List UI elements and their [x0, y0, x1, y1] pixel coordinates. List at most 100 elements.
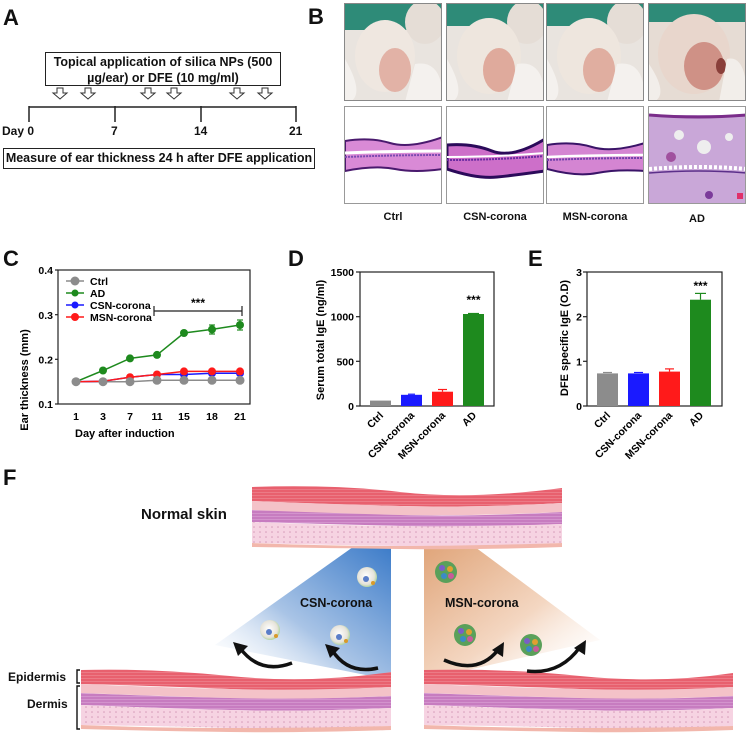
svg-text:1: 1	[73, 411, 79, 423]
chart-e-frame	[586, 271, 723, 407]
topical-application-box: Topical application of silica NPs (500 µ…	[45, 52, 281, 86]
csn-nanoparticle-icon	[357, 567, 377, 587]
curved-arrow-icon	[443, 648, 500, 668]
skin-strip-csn	[81, 669, 391, 733]
ear-photo-csn-corona	[446, 3, 544, 101]
svg-text:AD: AD	[90, 288, 106, 300]
msn-corona-cone	[424, 547, 600, 680]
panel-letter-e: E	[528, 246, 543, 271]
chart-c-frame	[57, 269, 251, 405]
chart-d-ylabel: Serum total IgE (ng/ml)	[315, 279, 327, 400]
svg-text:18: 18	[206, 411, 218, 423]
significance-stars: ***	[693, 279, 707, 293]
bar-ad	[463, 314, 484, 406]
down-arrow-icon	[51, 87, 69, 100]
csn-nanoparticle-icon	[260, 620, 280, 640]
timeline-label-7: 7	[111, 124, 118, 138]
svg-text:CSN-corona: CSN-corona	[90, 300, 151, 312]
curved-arrow-icon	[526, 645, 582, 674]
down-arrow-icon	[139, 87, 157, 100]
histology-csn-corona	[446, 106, 544, 204]
svg-text:0: 0	[348, 401, 354, 413]
chart-c-legend: Ctrl AD CSN-corona MSN-corona	[66, 276, 152, 324]
xtick-ctrl: Ctrl	[365, 410, 386, 431]
csn-nanoparticle-icon	[330, 625, 350, 645]
msn-nanoparticle-icon	[454, 624, 476, 646]
svg-text:Ctrl: Ctrl	[90, 276, 108, 288]
svg-text:3: 3	[576, 267, 582, 279]
down-arrow-icon	[256, 87, 274, 100]
svg-text:0.4: 0.4	[38, 265, 53, 277]
svg-text:1000: 1000	[331, 312, 355, 324]
csn-corona-label: CSN-corona	[300, 596, 373, 610]
measure-box: Measure of ear thickness 24 h after DFE …	[3, 148, 315, 169]
caption-ad: AD	[689, 213, 705, 225]
down-arrow-icon	[165, 87, 183, 100]
svg-text:7: 7	[127, 411, 133, 423]
svg-text:11: 11	[151, 411, 162, 423]
csn-corona-cone	[215, 547, 391, 680]
bar-csn-corona	[401, 394, 422, 406]
bar-msn-corona	[659, 371, 680, 406]
panel-letter-d: D	[288, 246, 304, 271]
bar-ctrl	[370, 400, 391, 406]
chart-c-xlabel: Day after induction	[75, 428, 175, 440]
xtick-ad: AD	[460, 409, 480, 429]
svg-text:0: 0	[576, 401, 582, 413]
svg-text:500: 500	[336, 356, 354, 368]
timeline-label-21: 21	[289, 124, 303, 138]
chart-c-ylabel: Ear thickness (mm)	[19, 329, 31, 431]
bar-csn-corona	[628, 373, 649, 406]
bar-msn-corona	[432, 391, 453, 406]
serum-ige-chart: Serum total IgE (ng/ml) 0 500 1000 1500 …	[315, 267, 495, 462]
histology-ad	[648, 106, 746, 204]
panel-letter-b: B	[308, 4, 324, 29]
significance-stars: ***	[191, 296, 205, 310]
significance-stars: ***	[466, 293, 480, 307]
ear-photo-ctrl	[344, 3, 442, 101]
svg-text:15: 15	[178, 411, 190, 423]
caption-ctrl: Ctrl	[383, 211, 403, 223]
xtick-ctrl: Ctrl	[592, 410, 613, 431]
dermis-bracket	[76, 685, 80, 730]
svg-text:3: 3	[100, 411, 106, 423]
mechanism-illustration	[76, 486, 733, 733]
msn-nanoparticle-icon	[435, 561, 457, 583]
svg-text:2: 2	[576, 312, 582, 324]
chart-c-yticks: 0.1 0.2 0.3 0.4	[38, 265, 53, 411]
ear-photo-msn-corona	[546, 3, 644, 101]
ear-thickness-chart: Ear thickness (mm) 0.1 0.2 0.3 0.4 1 3 7…	[19, 265, 251, 440]
caption-csn-corona: CSN-corona	[463, 211, 527, 223]
bar-ctrl	[597, 373, 618, 406]
curved-arrow-icon	[330, 649, 379, 672]
epidermis-bracket	[76, 669, 80, 684]
msn-corona-label: MSN-corona	[445, 596, 519, 610]
svg-text:0.3: 0.3	[38, 310, 53, 322]
epidermis-label: Epidermis	[8, 670, 67, 684]
normal-skin-label: Normal skin	[141, 506, 227, 523]
panel-letter-c: C	[3, 246, 19, 271]
svg-text:0.1: 0.1	[38, 399, 53, 411]
timeline-label-day0: Day 0	[2, 124, 35, 138]
svg-text:0.2: 0.2	[38, 355, 53, 367]
panel-letter-a: A	[3, 5, 19, 30]
dermis-label: Dermis	[27, 697, 68, 711]
series-ad-markers	[99, 321, 244, 375]
timeline-label-14: 14	[194, 124, 208, 138]
xtick-ad: AD	[687, 409, 707, 429]
curved-arrow-icon	[238, 646, 293, 669]
timeline-diagram	[28, 87, 297, 122]
panel-letter-f: F	[3, 465, 17, 490]
histology-msn-corona	[546, 106, 644, 204]
chart-e-ylabel: DFE specific IgE (O.D)	[559, 280, 571, 396]
chart-c-xticks: 1 3 7 11 15 18 21	[73, 411, 246, 423]
normal-skin-strip	[252, 486, 562, 550]
svg-text:21: 21	[234, 411, 246, 423]
msn-nanoparticle-icon	[520, 634, 542, 656]
bar-ad	[690, 299, 711, 406]
series-ctrl-markers	[71, 375, 245, 387]
chart-d-frame	[359, 271, 495, 407]
histology-ctrl	[344, 106, 442, 204]
skin-strip-msn	[424, 669, 733, 733]
svg-text:1: 1	[576, 356, 582, 368]
